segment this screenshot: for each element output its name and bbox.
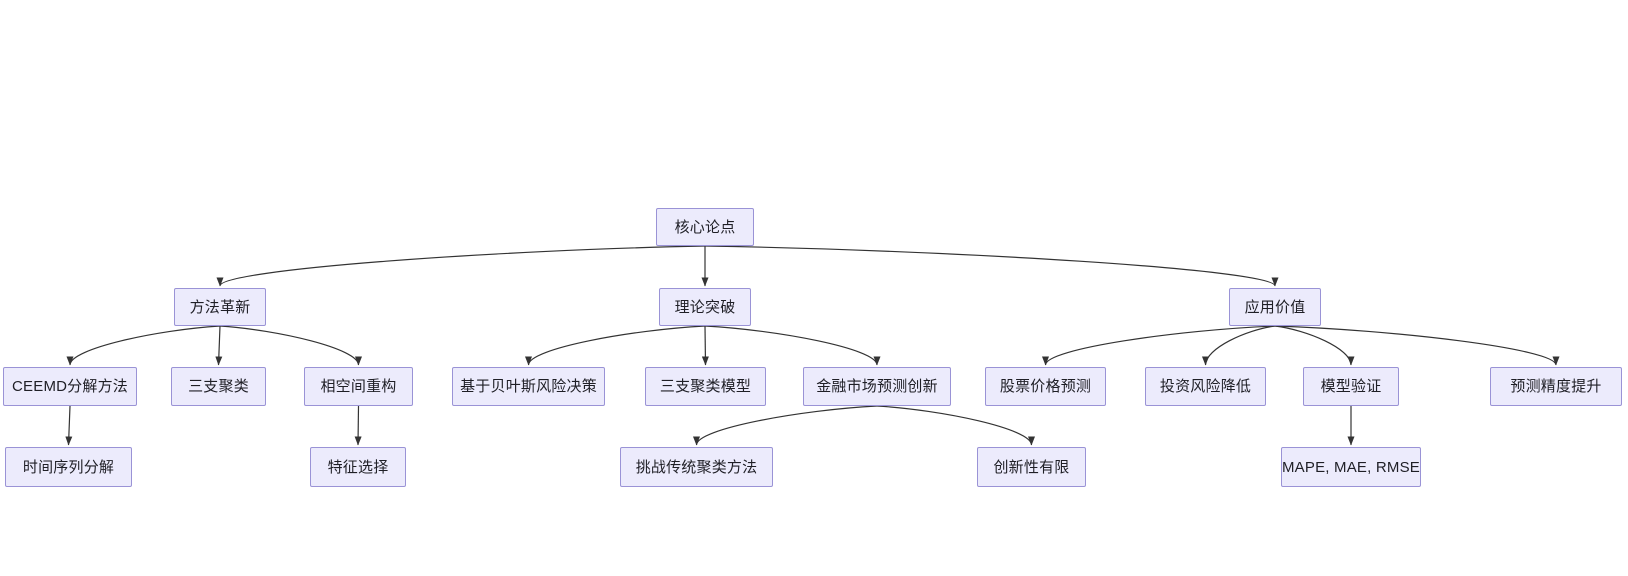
node-n_verify[interactable]: 模型验证 bbox=[1303, 367, 1399, 406]
node-label: 时间序列分解 bbox=[22, 458, 115, 476]
edge-n_theory-to-n_model3w bbox=[701, 325, 709, 366]
node-label: 投资风险降低 bbox=[1159, 378, 1252, 395]
edge-n_phase-to-n_feat bbox=[354, 405, 362, 446]
edge-n_apply-to-n_stock bbox=[1042, 325, 1276, 366]
node-n_finance[interactable]: 金融市场预测创新 bbox=[803, 367, 951, 406]
node-n_bayes[interactable]: 基于贝叶斯风险决策 bbox=[452, 367, 605, 406]
node-label: 创新性有限 bbox=[993, 458, 1070, 476]
node-label: 股票价格预测 bbox=[999, 378, 1092, 395]
node-label: 金融市场预测创新 bbox=[816, 378, 938, 395]
edge-n_apply-to-n_acc bbox=[1274, 325, 1560, 366]
edge-n_theory-to-n_bayes bbox=[525, 325, 706, 366]
edge-n_method-to-n_ceemd bbox=[66, 325, 221, 366]
edge-n_apply-to-n_verify bbox=[1274, 325, 1355, 366]
node-n_risk[interactable]: 投资风险降低 bbox=[1145, 367, 1266, 406]
node-label: 基于贝叶斯风险决策 bbox=[460, 378, 597, 395]
node-label: 方法革新 bbox=[189, 298, 251, 316]
node-n_stock[interactable]: 股票价格预测 bbox=[985, 367, 1106, 406]
node-label: MAPE, MAE, RMSE bbox=[1281, 458, 1421, 476]
node-n_theory[interactable]: 理论突破 bbox=[659, 288, 751, 326]
node-label: 特征选择 bbox=[327, 458, 389, 476]
edge-n_finance-to-n_limit bbox=[876, 405, 1035, 446]
node-label: 应用价值 bbox=[1244, 298, 1306, 316]
node-label: 预测精度提升 bbox=[1510, 378, 1602, 395]
node-n_model3w[interactable]: 三支聚类模型 bbox=[645, 367, 766, 406]
node-label: 挑战传统聚类方法 bbox=[635, 458, 758, 476]
node-n_ceemd[interactable]: CEEMD分解方法 bbox=[3, 367, 137, 406]
edge-group bbox=[65, 245, 1560, 446]
node-label: 三支聚类 bbox=[188, 378, 249, 395]
edge-root-to-n_method bbox=[216, 245, 706, 287]
node-label: 理论突破 bbox=[674, 298, 736, 316]
node-n_phase[interactable]: 相空间重构 bbox=[304, 367, 413, 406]
node-label: 核心论点 bbox=[674, 218, 736, 236]
node-n_method[interactable]: 方法革新 bbox=[174, 288, 266, 326]
node-label: 三支聚类模型 bbox=[659, 378, 752, 395]
edge-n_theory-to-n_finance bbox=[704, 325, 881, 366]
node-n_chal[interactable]: 挑战传统聚类方法 bbox=[620, 447, 773, 487]
node-n_metrics[interactable]: MAPE, MAE, RMSE bbox=[1281, 447, 1421, 487]
node-label: 模型验证 bbox=[1320, 378, 1382, 395]
node-n_feat[interactable]: 特征选择 bbox=[310, 447, 406, 487]
node-n_acc[interactable]: 预测精度提升 bbox=[1490, 367, 1622, 406]
node-label: 相空间重构 bbox=[320, 378, 397, 395]
node-root[interactable]: 核心论点 bbox=[656, 208, 754, 246]
edge-n_finance-to-n_chal bbox=[693, 405, 878, 446]
edge-n_apply-to-n_risk bbox=[1202, 325, 1276, 366]
node-n_apply[interactable]: 应用价值 bbox=[1229, 288, 1321, 326]
node-n_cluster[interactable]: 三支聚类 bbox=[171, 367, 266, 406]
edge-n_ceemd-to-n_tsd bbox=[65, 405, 73, 446]
edge-root-to-n_apply bbox=[704, 245, 1279, 287]
node-n_tsd[interactable]: 时间序列分解 bbox=[5, 447, 132, 487]
edge-n_method-to-n_cluster bbox=[215, 325, 223, 366]
edge-n_method-to-n_phase bbox=[219, 325, 362, 366]
node-label: CEEMD分解方法 bbox=[12, 378, 128, 395]
node-n_limit[interactable]: 创新性有限 bbox=[977, 447, 1086, 487]
